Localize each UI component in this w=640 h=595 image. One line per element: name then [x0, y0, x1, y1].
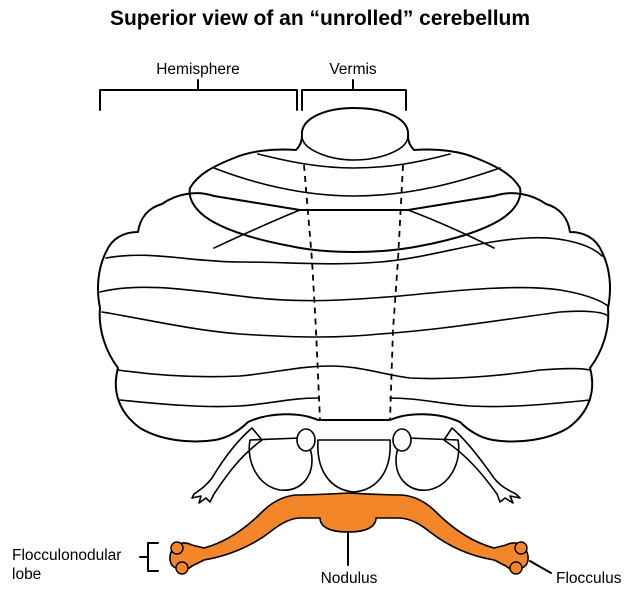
flocculonodular-label-line2: lobe	[12, 566, 41, 583]
hemisphere-bracket	[99, 79, 298, 111]
vermis-upper	[188, 107, 522, 253]
vermis-bracket	[301, 79, 407, 111]
left-peduncle-arm	[191, 427, 263, 504]
hemisphere-label: Hemisphere	[156, 61, 240, 78]
fissure-line-2	[99, 286, 609, 307]
fissure-line-6	[213, 209, 495, 249]
flocculonodular-bracket	[139, 542, 159, 572]
flocculus-label: Flocculus	[556, 570, 622, 587]
fissure-line-1	[105, 236, 603, 265]
right-flocculus-knob-2	[509, 561, 523, 575]
vermis-fold-line	[301, 135, 409, 161]
flocculonodular-label-line1: Flocculonodular	[12, 547, 121, 564]
vermis-label: Vermis	[329, 61, 377, 78]
central-lower-lobule	[317, 439, 391, 493]
left-opening	[296, 428, 316, 452]
flocculonodular-lobe	[169, 492, 529, 575]
flocculus-leader	[529, 560, 552, 574]
nodulus-label: Nodulus	[321, 570, 378, 587]
left-flocculus-knob-2	[175, 561, 189, 575]
cerebellar-hemispheres	[97, 192, 611, 504]
vermis-boundary-right	[389, 164, 404, 421]
right-peduncle-arm	[443, 427, 521, 504]
fissure-line-3	[101, 310, 609, 338]
vermis-boundary-left	[303, 164, 321, 421]
vermis	[188, 107, 522, 253]
fissure-line-4	[117, 365, 591, 380]
fissure-line-5	[119, 397, 591, 408]
vermis-fold-line-3	[213, 167, 501, 197]
vermis-fold-line-2	[257, 153, 451, 169]
right-opening	[392, 428, 412, 452]
diagram-title: Superior view of an “unrolled” cerebellu…	[110, 7, 530, 30]
right-flocculus-knob-1	[514, 541, 528, 555]
left-flocculus-knob-1	[170, 541, 184, 555]
